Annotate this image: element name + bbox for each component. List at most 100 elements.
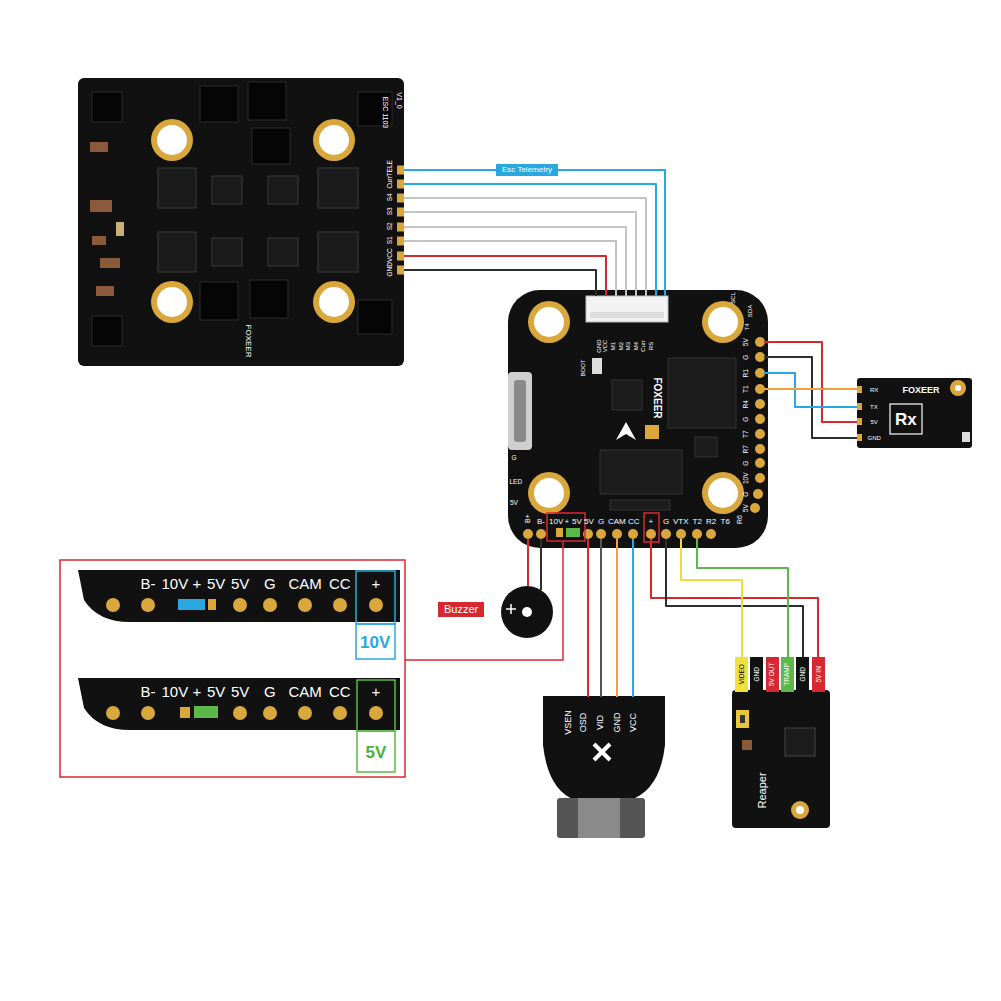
- pad: [755, 384, 765, 394]
- pin-label: T7: [743, 430, 750, 438]
- pad: [298, 598, 312, 612]
- pin-label: Curr: [387, 175, 394, 188]
- callout-frame: [356, 571, 395, 624]
- mosfet: [250, 280, 288, 318]
- pad: [857, 403, 862, 410]
- pin-label: M1: [610, 342, 616, 350]
- wire: [404, 212, 636, 296]
- pad: [755, 337, 765, 347]
- wire: [600, 539, 602, 697]
- mounting-hole: [528, 301, 570, 343]
- jumper-bridge: [194, 706, 218, 718]
- wire: [632, 539, 634, 697]
- pin-label: 5V: [231, 576, 249, 591]
- chip: [612, 380, 642, 410]
- capacitor: [90, 200, 112, 212]
- inset-frame: [60, 560, 405, 777]
- pin-label: 5V: [207, 576, 225, 591]
- mounting-hole: [708, 307, 738, 337]
- mounting-hole: [708, 478, 738, 508]
- mosfet: [92, 316, 122, 346]
- pin-label: +: [649, 518, 654, 526]
- mounting-hole: [702, 301, 744, 343]
- pin-label: LED: [510, 479, 523, 486]
- wire: [404, 227, 626, 296]
- pin-label: R6: [735, 515, 742, 524]
- pad: [692, 529, 702, 539]
- chip: [318, 232, 358, 272]
- pad: [397, 166, 404, 175]
- pin-box: [796, 657, 809, 692]
- mounting-hole: [313, 281, 355, 323]
- callout-frame: [357, 731, 395, 772]
- node-label: ESC 1103: [382, 96, 389, 127]
- pin-box: [812, 657, 825, 692]
- pin-label: S4: [387, 193, 394, 201]
- pad: [857, 386, 862, 393]
- pin-label: +: [565, 518, 570, 526]
- pin-label: 5V: [366, 744, 387, 761]
- pin-label: CC: [628, 518, 640, 526]
- pin-label: +: [372, 576, 381, 591]
- wire: [651, 539, 818, 657]
- mounting-hole: [151, 281, 193, 323]
- mosfet: [92, 92, 122, 122]
- pin-label: Curr: [640, 340, 646, 352]
- jumper-pad: [208, 599, 216, 610]
- wire: [697, 539, 788, 657]
- rx-board: [857, 378, 972, 448]
- pad: [333, 706, 347, 720]
- pad: [397, 266, 404, 275]
- pad: [397, 223, 404, 232]
- connector: [590, 312, 664, 318]
- pad: [676, 529, 686, 539]
- wire: [527, 539, 529, 586]
- wire: [764, 388, 857, 390]
- pad: [755, 458, 765, 468]
- pin-label: M2: [618, 342, 624, 350]
- mounting-hole: [157, 125, 187, 155]
- pin-label: GND: [595, 339, 601, 352]
- pin-label: R2: [706, 518, 716, 526]
- pad: [755, 429, 765, 439]
- antenna-connector: [950, 380, 966, 396]
- pad: [706, 529, 716, 539]
- wire: [616, 539, 618, 697]
- pad: [736, 710, 749, 728]
- plus-symbol: [510, 604, 512, 614]
- pad: [263, 598, 277, 612]
- chip: [610, 500, 670, 510]
- callout-frame: [356, 624, 395, 659]
- pad: [755, 352, 765, 362]
- pin-label: BOOT: [579, 359, 585, 376]
- camera-logo: [594, 744, 610, 760]
- chip: [158, 168, 196, 208]
- wire: [681, 539, 742, 657]
- capacitor: [92, 236, 106, 245]
- pad: [141, 598, 155, 612]
- pad: [646, 529, 656, 539]
- flight-controller: FOXEER: [508, 290, 768, 548]
- node-label: Rx: [895, 411, 917, 428]
- pad: [740, 715, 745, 723]
- jumper-pad: [180, 707, 190, 718]
- boot-button: [592, 358, 602, 374]
- pad: [397, 252, 404, 261]
- buzzer-hole: [522, 607, 532, 617]
- pad: [612, 529, 622, 539]
- chip: [600, 450, 682, 494]
- component: [742, 740, 752, 750]
- component: [962, 432, 970, 442]
- pad: [106, 598, 120, 612]
- pad: [753, 489, 763, 499]
- pin-label: 5V: [207, 684, 225, 699]
- pad: [263, 706, 277, 720]
- wire: [404, 256, 606, 296]
- pin-box: [750, 657, 763, 692]
- chip: [268, 238, 298, 266]
- pin-label: T6: [721, 518, 730, 526]
- pin-label: 5V: [743, 504, 750, 512]
- pin-label: CAM: [289, 576, 322, 591]
